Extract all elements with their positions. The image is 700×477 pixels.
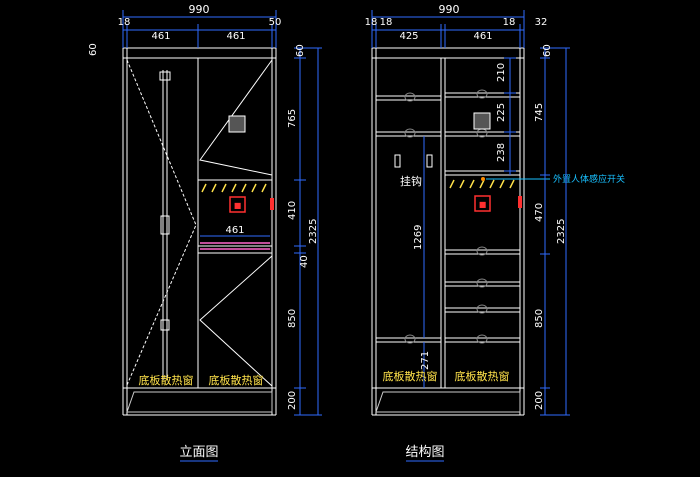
left-rdim-4: 850 — [287, 309, 298, 328]
grid-switch-icon — [228, 115, 246, 133]
left-inner-dim: 461 — [225, 225, 244, 236]
right-rdim-top: 60 — [542, 44, 553, 57]
left-dim-top-left: 60 — [88, 43, 99, 56]
left-dim-door-left: 461 — [151, 31, 170, 42]
left-dim-side-right: 50 — [269, 17, 282, 28]
left-vent-label-1: 底板散热窗 — [139, 373, 194, 387]
left-rdim-2: 410 — [287, 201, 298, 220]
right-structure-drawing — [371, 47, 525, 416]
sensor-label: 外置人体感应开关 — [553, 173, 625, 185]
grid-switch-icon — [473, 112, 491, 130]
right-vent-label-2: 底板散热窗 — [455, 369, 510, 383]
red-marker — [270, 198, 274, 210]
left-vent-label-2: 底板散热窗 — [209, 373, 264, 387]
left-right-dimensions — [294, 47, 322, 416]
right-vent-label-1: 底板散热窗 — [383, 369, 438, 383]
hook-label: 挂钩 — [400, 174, 422, 188]
left-rdim-5: 200 — [287, 391, 298, 410]
right-hanger-hatch — [449, 179, 515, 189]
red-marker — [518, 196, 522, 208]
left-rdim-3: 40 — [299, 255, 310, 268]
right-rdim-3: 850 — [534, 309, 545, 328]
left-hanger-hatch — [201, 183, 267, 193]
rod-height-dim: 1269 — [413, 225, 424, 250]
right-top-dimensions — [371, 10, 525, 48]
power-socket-icon: ■ — [474, 195, 491, 212]
inner-dim-b: 225 — [496, 103, 507, 122]
power-socket-icon: ■ — [229, 196, 246, 213]
sensor-dot — [481, 177, 485, 181]
right-rdim-1: 745 — [534, 103, 545, 122]
right-title: 结构图 — [405, 445, 444, 460]
left-rdim-total: 2325 — [308, 219, 319, 244]
right-dim-side-right: 18 — [503, 17, 516, 28]
right-rdim-4: 200 — [534, 391, 545, 410]
right-dim-side-right2: 32 — [535, 17, 548, 28]
rod-bottom-dim: 271 — [420, 351, 431, 370]
left-dim-door-right: 461 — [226, 31, 245, 42]
right-rdim-2: 470 — [534, 203, 545, 222]
left-rdim-top: 60 — [295, 44, 306, 57]
right-dim-side-outer: 18 — [365, 17, 378, 28]
left-elevation-drawing — [122, 47, 277, 416]
right-rdim-total: 2325 — [556, 219, 567, 244]
right-right-dimensions — [540, 47, 570, 416]
svg-text:■: ■ — [234, 201, 242, 210]
pink-rails — [200, 242, 270, 250]
left-rdim-1: 765 — [287, 109, 298, 128]
left-dim-side-left: 18 — [118, 17, 131, 28]
svg-text:■: ■ — [479, 200, 487, 209]
inner-dim-a: 210 — [496, 63, 507, 82]
right-dim-total: 990 — [439, 3, 460, 16]
right-dim-side-inner: 18 — [380, 17, 393, 28]
right-inner-dims — [504, 57, 516, 175]
inner-dim-c: 238 — [496, 143, 507, 162]
left-dim-total: 990 — [189, 3, 210, 16]
left-top-dimensions — [122, 10, 277, 48]
left-title: 立面图 — [179, 445, 218, 460]
right-dim-bay-right: 461 — [473, 31, 492, 42]
right-dim-bay-left: 425 — [399, 31, 418, 42]
